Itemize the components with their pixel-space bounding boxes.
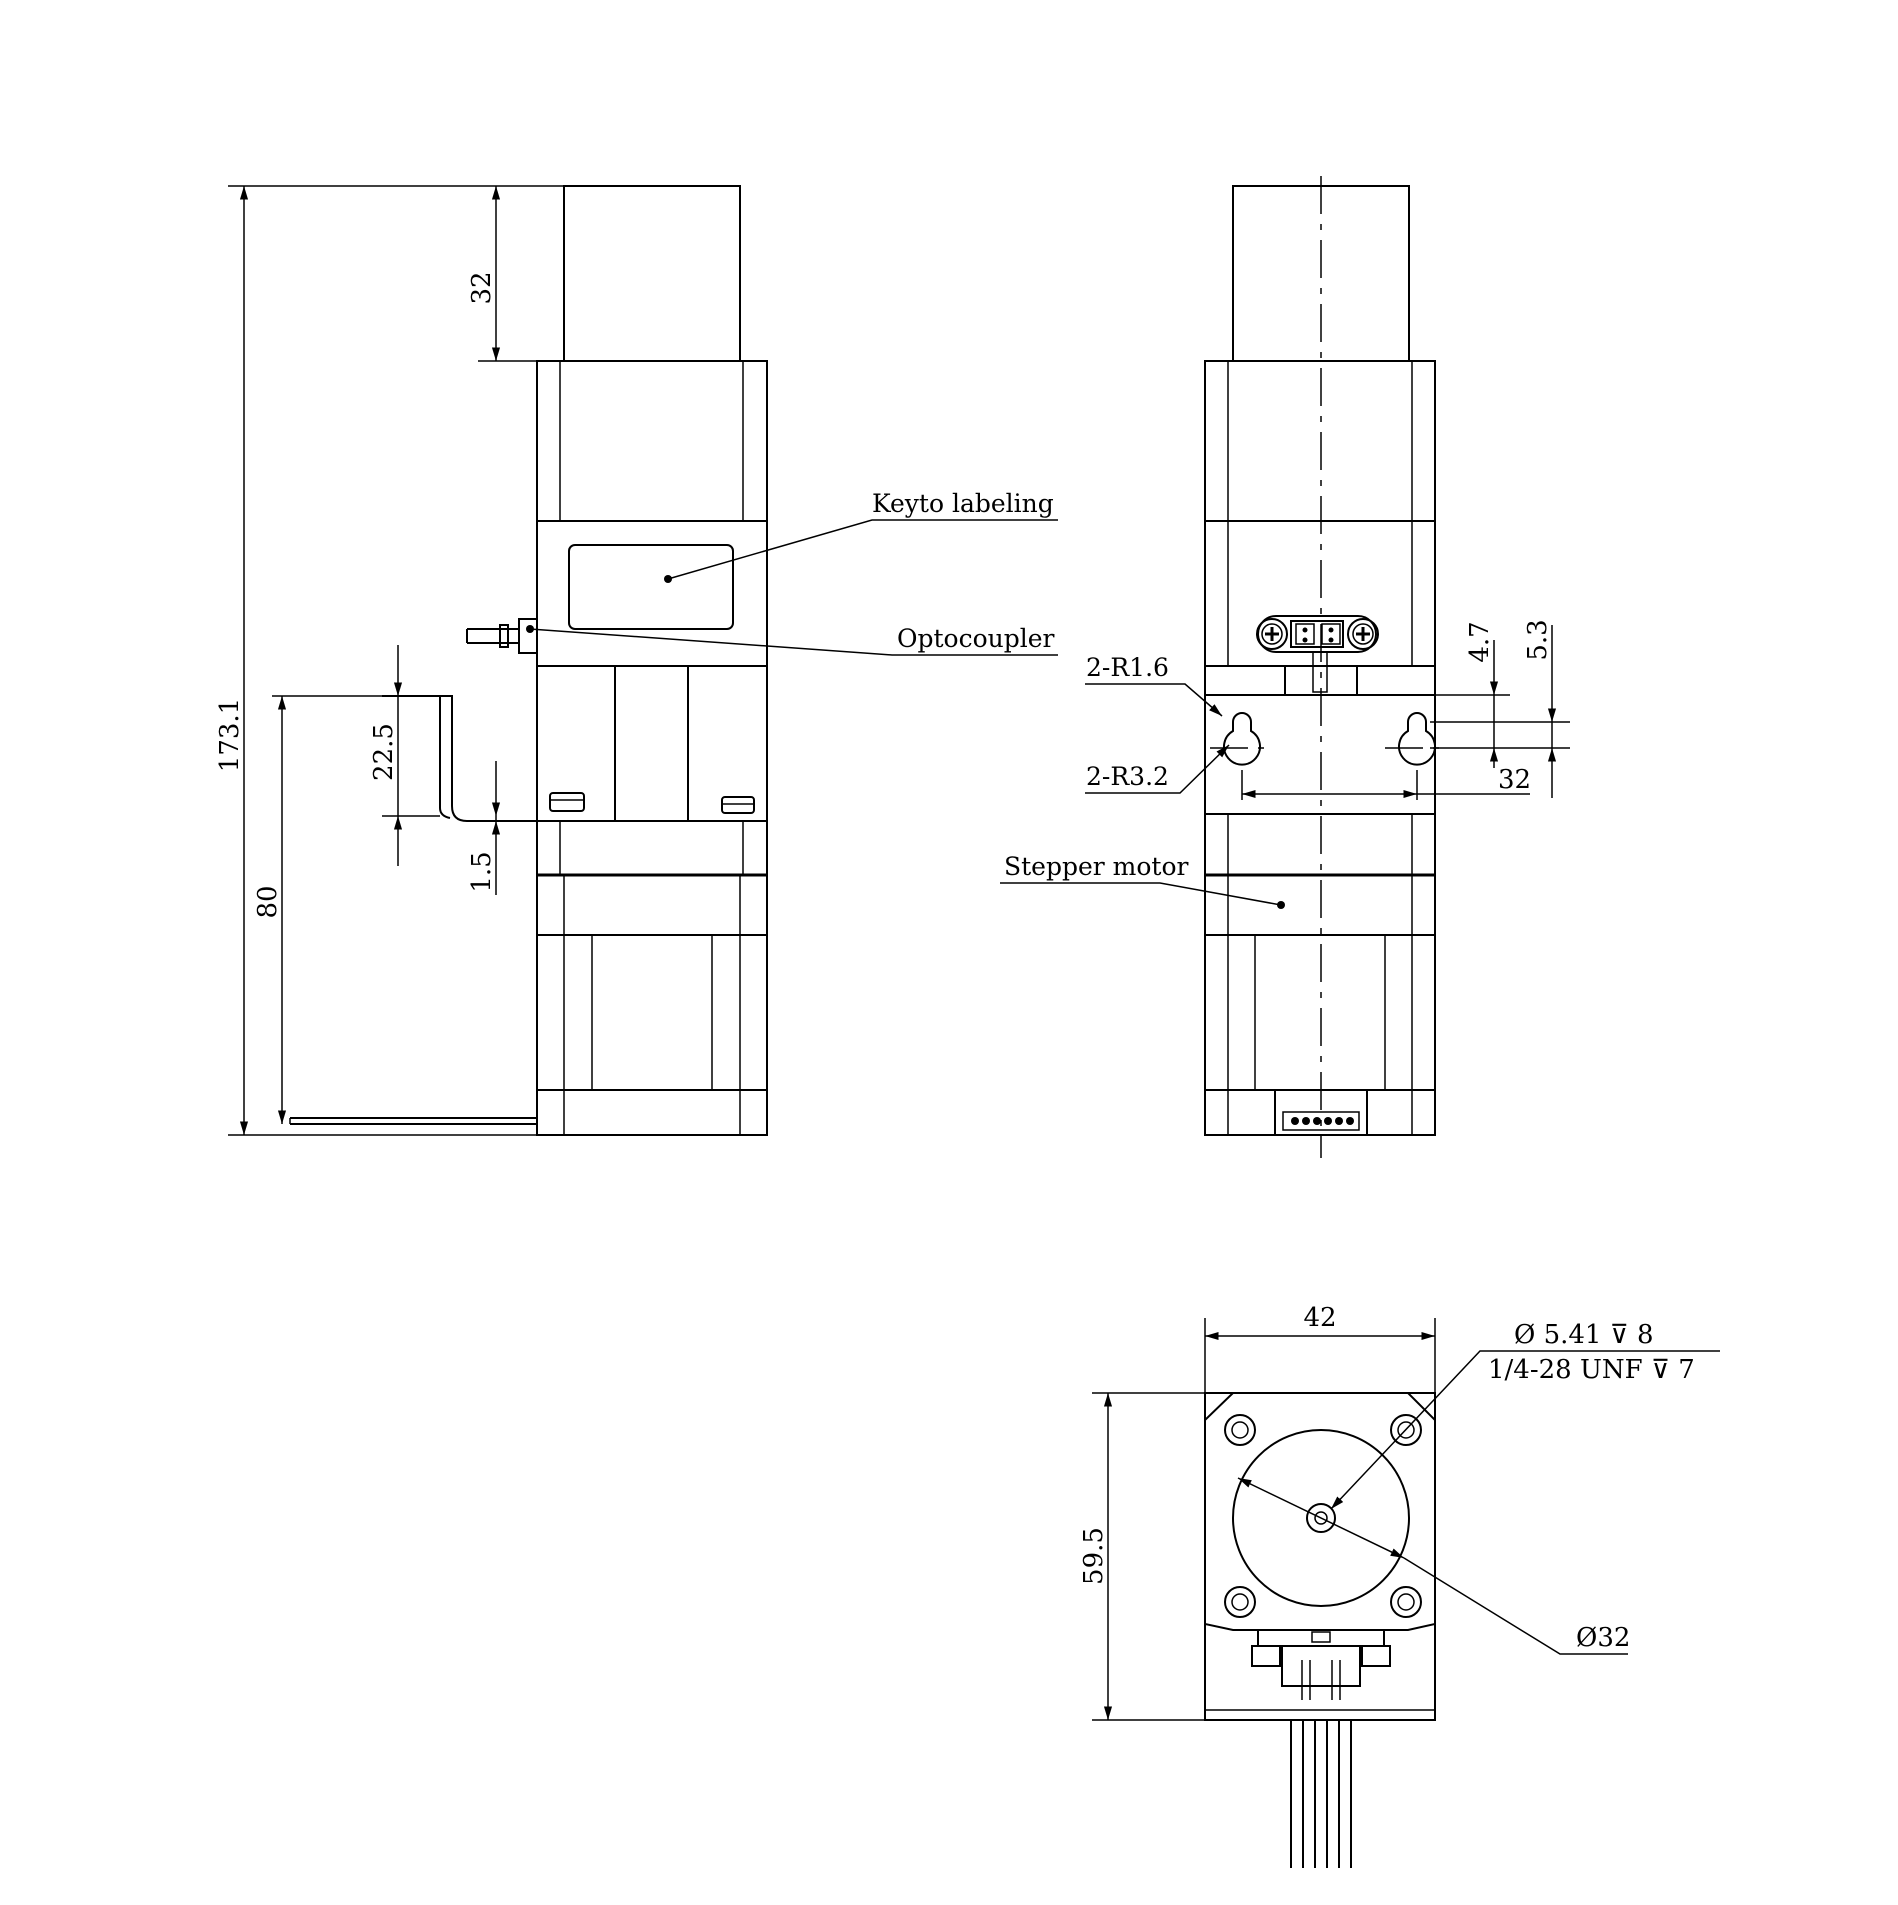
callout-stepper-motor: Stepper motor	[1004, 852, 1189, 881]
mount-screw-bl	[1224, 1586, 1256, 1618]
keyhole-slot-left	[1223, 712, 1261, 766]
connector-pins	[1291, 1117, 1354, 1125]
dim-offset-b: 5.3	[1523, 619, 1553, 660]
bottom-connector	[1251, 1629, 1391, 1700]
dim-total-height: 173.1	[215, 698, 245, 772]
label-plate	[568, 544, 734, 630]
motor-boss	[1232, 1429, 1410, 1607]
dim-slot-pitch: 32	[1498, 765, 1531, 795]
mount-screw-tr	[1390, 1414, 1422, 1446]
callout-hole-spec-2: 1/4-28 UNF ⊽ 7	[1488, 1355, 1695, 1385]
dim-bracket-thickness: 1.5	[467, 851, 497, 892]
callout-keyto-labeling: Keyto labeling	[872, 489, 1054, 518]
callout-bore-diameter: Ø32	[1576, 1623, 1630, 1653]
dim-bottom-width: 42	[1303, 1303, 1336, 1333]
side-view: 173.1 32 80 22.5 1.5 Keyto labeling Opto…	[215, 185, 1058, 1136]
mount-screw-br	[1390, 1586, 1422, 1618]
front-view: 32 4.7 5.3 2-R1.6 2-R3.2 Stepper motor	[1000, 176, 1570, 1158]
lead-wires	[1290, 1720, 1352, 1868]
dim-top-height: 32	[467, 271, 497, 304]
callout-r32: 2-R3.2	[1086, 762, 1169, 791]
callout-hole-spec-1: Ø 5.41 ⊽ 8	[1514, 1320, 1654, 1350]
dim-offset-a: 4.7	[1465, 621, 1495, 662]
bottom-view: 42 59.5 Ø 5.41 ⊽ 8 1/4-28 UNF ⊽ 7 Ø32	[1079, 1303, 1720, 1868]
dim-bottom-height: 59.5	[1079, 1527, 1109, 1585]
callout-optocoupler: Optocoupler	[897, 624, 1055, 653]
dim-bracket-height: 22.5	[369, 723, 399, 781]
dim-lower-height: 80	[253, 885, 283, 918]
callout-r16: 2-R1.6	[1086, 653, 1169, 682]
sensor-assembly	[1256, 615, 1379, 693]
keyhole-slot-right	[1398, 712, 1436, 766]
mount-screw-tl	[1224, 1414, 1256, 1446]
optocoupler-connector	[466, 618, 538, 654]
